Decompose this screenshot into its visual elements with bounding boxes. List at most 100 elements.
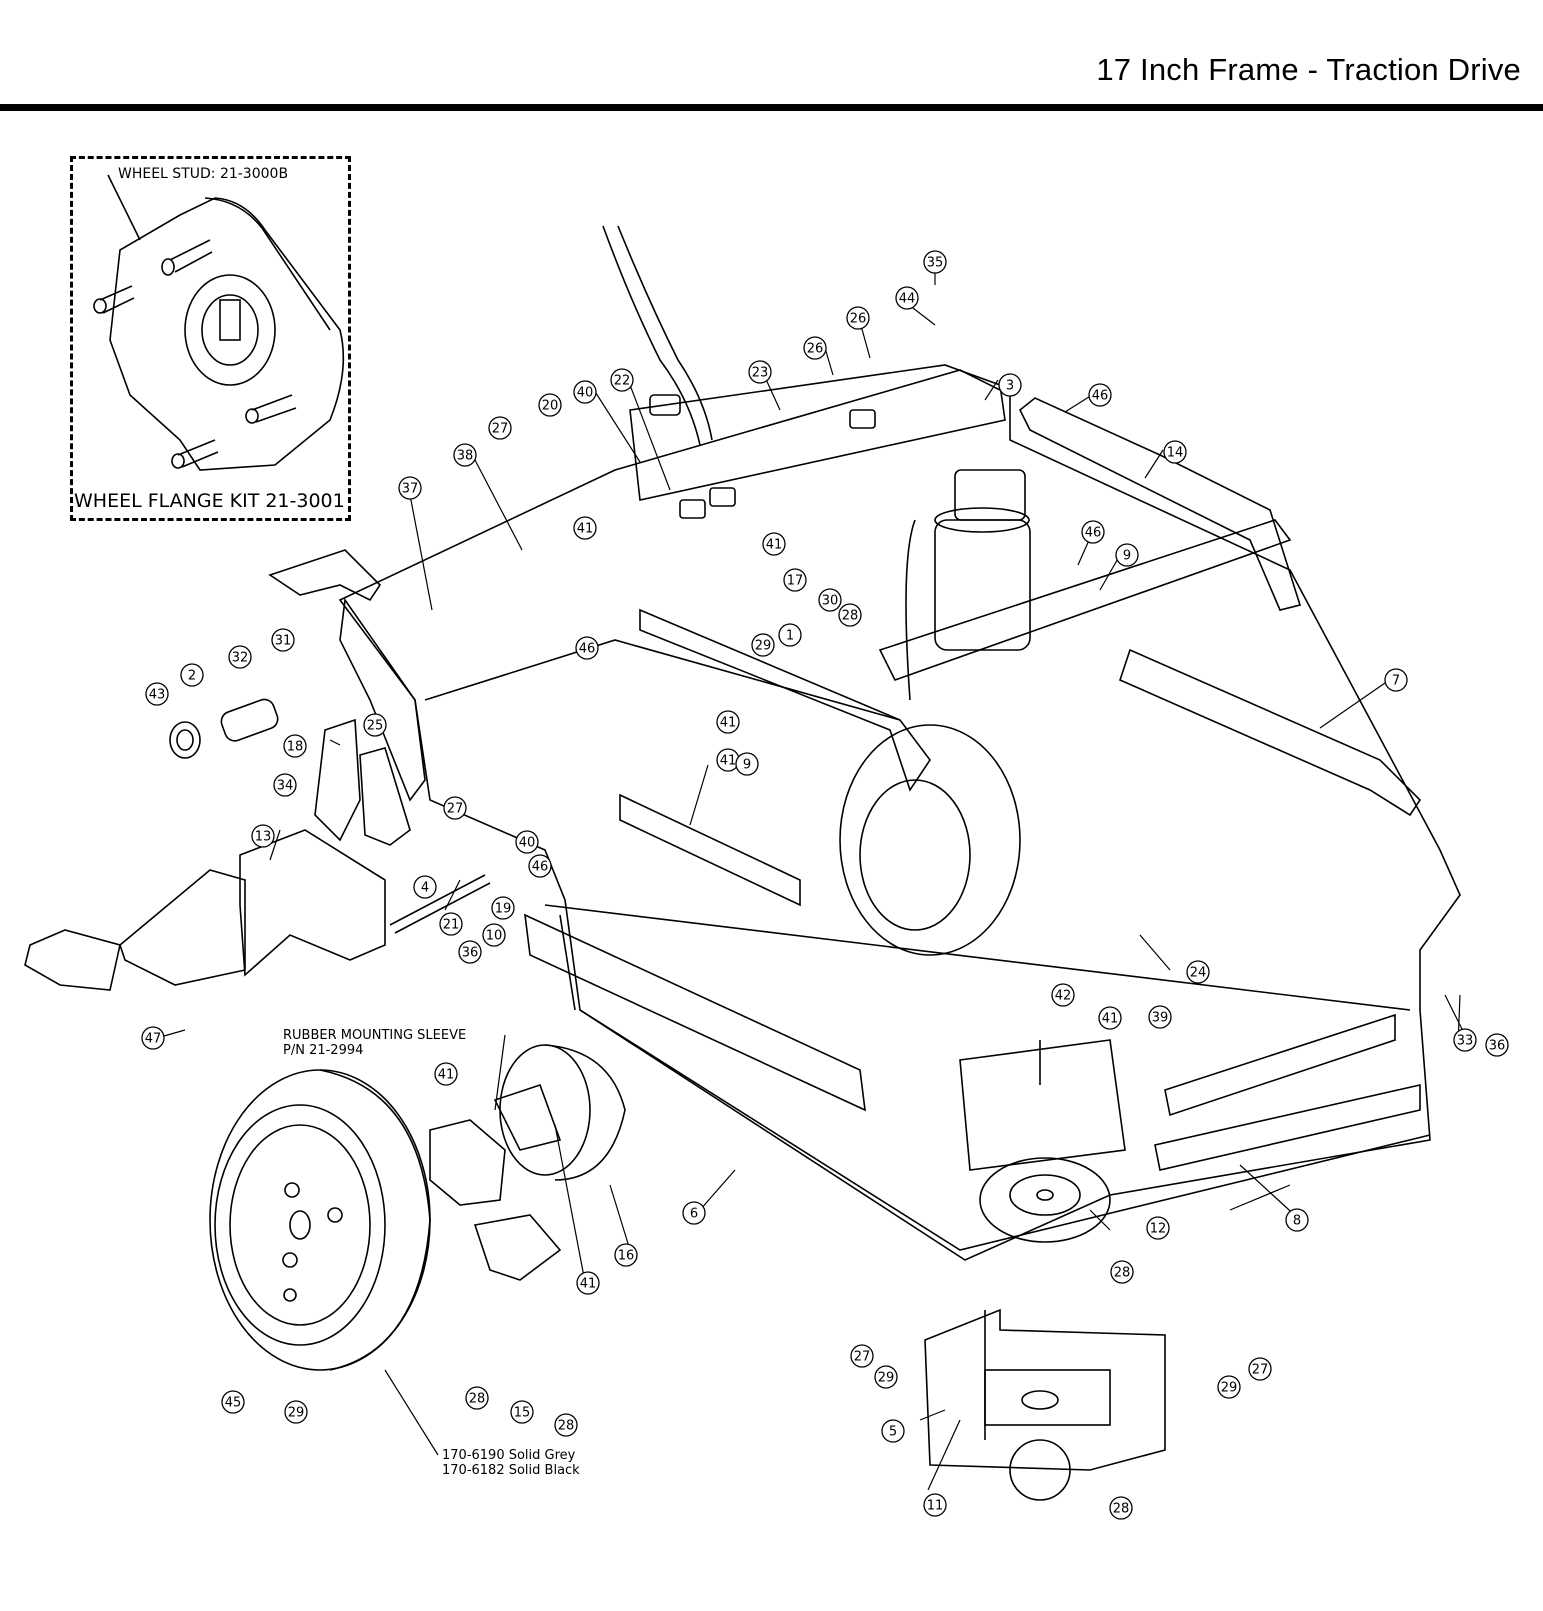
balloon-circle (1485, 1033, 1509, 1057)
balloon-number: 27 (1252, 1363, 1269, 1378)
balloon-number: 41 (577, 522, 594, 537)
balloon-circle (573, 516, 597, 540)
balloon-number: 9 (1123, 549, 1131, 564)
callout-balloon-34: 34 (273, 773, 297, 797)
balloon-circle (751, 633, 775, 657)
balloon-circle (488, 416, 512, 440)
callout-balloon-8: 8 (1285, 1208, 1309, 1232)
balloon-circle (1088, 383, 1112, 407)
rubber-sleeve-label: RUBBER MOUNTING SLEEVE (283, 1028, 467, 1043)
balloon-number: 41 (720, 754, 737, 769)
balloon-circle (895, 286, 919, 310)
balloon-circle (180, 663, 204, 687)
wheel-black-label: 170-6182 Solid Black (442, 1463, 580, 1478)
balloon-number: 28 (1113, 1502, 1130, 1517)
balloon-number: 46 (579, 642, 596, 657)
balloon-circle (1051, 983, 1075, 1007)
callout-balloon-42: 42 (1051, 983, 1075, 1007)
balloon-circle (783, 568, 807, 592)
callout-balloon-41: 41 (762, 532, 786, 556)
balloon-number: 12 (1150, 1222, 1167, 1237)
balloon-number: 46 (532, 860, 549, 875)
callout-balloon-22: 22 (610, 368, 634, 392)
balloon-circle (284, 1400, 308, 1424)
rubber-sleeve-part-number: P/N 21-2994 (283, 1043, 364, 1058)
balloon-number: 44 (899, 292, 916, 307)
balloon-circle (251, 824, 275, 848)
balloon-number: 41 (720, 716, 737, 731)
balloon-number: 3 (1006, 379, 1014, 394)
balloon-circle (1186, 960, 1210, 984)
balloon-number: 2 (188, 669, 196, 684)
balloon-circle (610, 368, 634, 392)
callout-balloon-28: 28 (465, 1386, 489, 1410)
balloon-number: 5 (889, 1425, 897, 1440)
balloon-number: 7 (1392, 674, 1400, 689)
balloon-circle (762, 532, 786, 556)
callout-balloon-46: 46 (528, 854, 552, 878)
balloon-circle (515, 830, 539, 854)
header-rule (0, 104, 1543, 111)
callout-balloon-41: 41 (716, 748, 740, 772)
balloon-circle (273, 773, 297, 797)
balloon-number: 14 (1167, 446, 1184, 461)
callout-balloon-36: 36 (1485, 1033, 1509, 1057)
callout-balloon-28: 28 (1110, 1260, 1134, 1284)
balloon-number: 28 (1114, 1266, 1131, 1281)
balloon-circle (778, 623, 802, 647)
balloon-number: 21 (443, 918, 460, 933)
callout-balloon-5: 5 (881, 1419, 905, 1443)
balloon-circle (458, 940, 482, 964)
transaxle (499, 1044, 626, 1181)
balloon-number: 19 (495, 902, 512, 917)
callout-balloon-29: 29 (1217, 1375, 1241, 1399)
callout-balloon-46: 46 (575, 636, 599, 660)
callout-balloon-46: 46 (1081, 520, 1105, 544)
balloon-number: 31 (275, 634, 292, 649)
page-title: 17 Inch Frame - Traction Drive (1096, 52, 1521, 87)
balloon-number: 38 (457, 449, 474, 464)
balloon-number: 32 (232, 651, 249, 666)
balloon-circle (881, 1419, 905, 1443)
balloon-circle (283, 734, 307, 758)
wheel-flange-drawing (93, 174, 345, 471)
balloon-circle (554, 1413, 578, 1437)
balloon-circle (1453, 1028, 1477, 1052)
balloon-number: 37 (402, 482, 419, 497)
callout-balloon-30: 30 (818, 588, 842, 612)
balloon-circle (748, 360, 772, 384)
balloon-circle (573, 380, 597, 404)
balloon-circle (465, 1386, 489, 1410)
callout-balloon-4: 4 (413, 875, 437, 899)
balloon-circle (614, 1243, 638, 1267)
balloon-number: 13 (255, 830, 272, 845)
balloon-number: 29 (1221, 1381, 1238, 1396)
balloon-number: 47 (145, 1032, 162, 1047)
callout-balloon-12: 12 (1146, 1216, 1170, 1240)
balloon-circle (482, 923, 506, 947)
callout-balloon-16: 16 (614, 1243, 638, 1267)
hydraulic-pump (905, 469, 1031, 701)
callout-balloon-46: 46 (1088, 383, 1112, 407)
callout-balloon-28: 28 (1109, 1496, 1133, 1520)
callout-balloon-29: 29 (284, 1400, 308, 1424)
balloon-circle (803, 336, 827, 360)
callout-balloon-11: 11 (923, 1493, 947, 1517)
callout-balloon-6: 6 (682, 1201, 706, 1225)
wheel-stud-label: WHEEL STUD: 21-3000B (118, 166, 289, 182)
balloon-number: 34 (277, 779, 294, 794)
balloon-number: 28 (558, 1419, 575, 1434)
callout-balloon-23: 23 (748, 360, 772, 384)
balloon-number: 36 (1489, 1039, 1506, 1054)
balloon-number: 29 (755, 639, 772, 654)
balloon-circle (1285, 1208, 1309, 1232)
wheel-hub (429, 1083, 562, 1281)
rod (389, 874, 486, 926)
balloon-number: 29 (878, 1371, 895, 1386)
drive-tire (839, 724, 1021, 956)
balloon-circle (735, 752, 759, 776)
balloon-number: 16 (618, 1249, 635, 1264)
balloon-circle (434, 1062, 458, 1086)
